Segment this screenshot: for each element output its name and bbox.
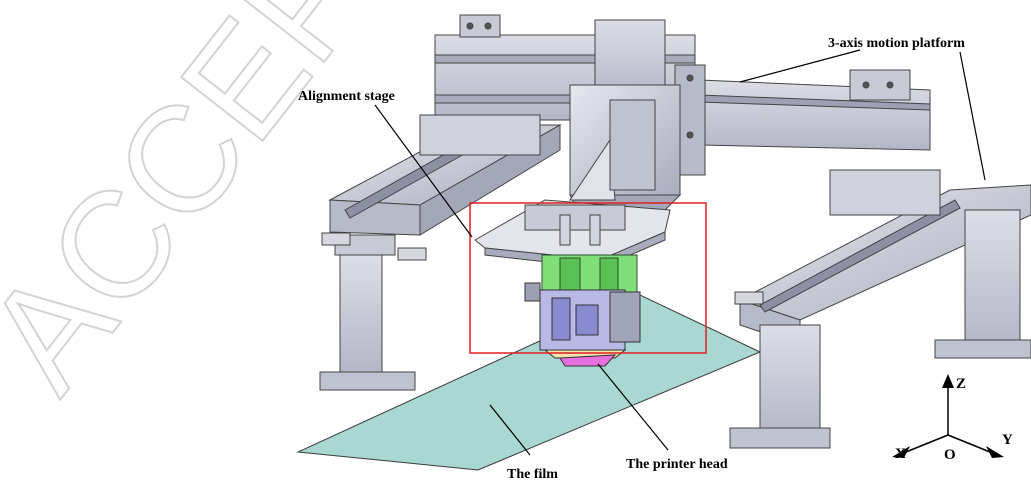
label-alignment-stage: Alignment stage xyxy=(298,89,395,104)
highlight-box xyxy=(469,202,707,354)
label-motion-platform: 3-axis motion platform xyxy=(828,36,965,51)
printer-head-nozzle xyxy=(559,354,617,367)
right-arm-beam xyxy=(674,64,931,176)
printer-head-module xyxy=(524,282,641,367)
label-film: The film xyxy=(507,467,558,481)
coordinate-axes xyxy=(892,374,1004,458)
axis-y-label: Y xyxy=(1002,432,1013,448)
axis-z-label: Z xyxy=(956,376,966,392)
axis-origin-label: O xyxy=(944,447,956,463)
label-printer-head: The printer head xyxy=(626,457,728,472)
right-rail-assembly xyxy=(729,169,1031,449)
green-mechanism xyxy=(541,254,638,296)
axis-x-label: X xyxy=(895,446,906,462)
leader-lines xyxy=(374,49,986,456)
